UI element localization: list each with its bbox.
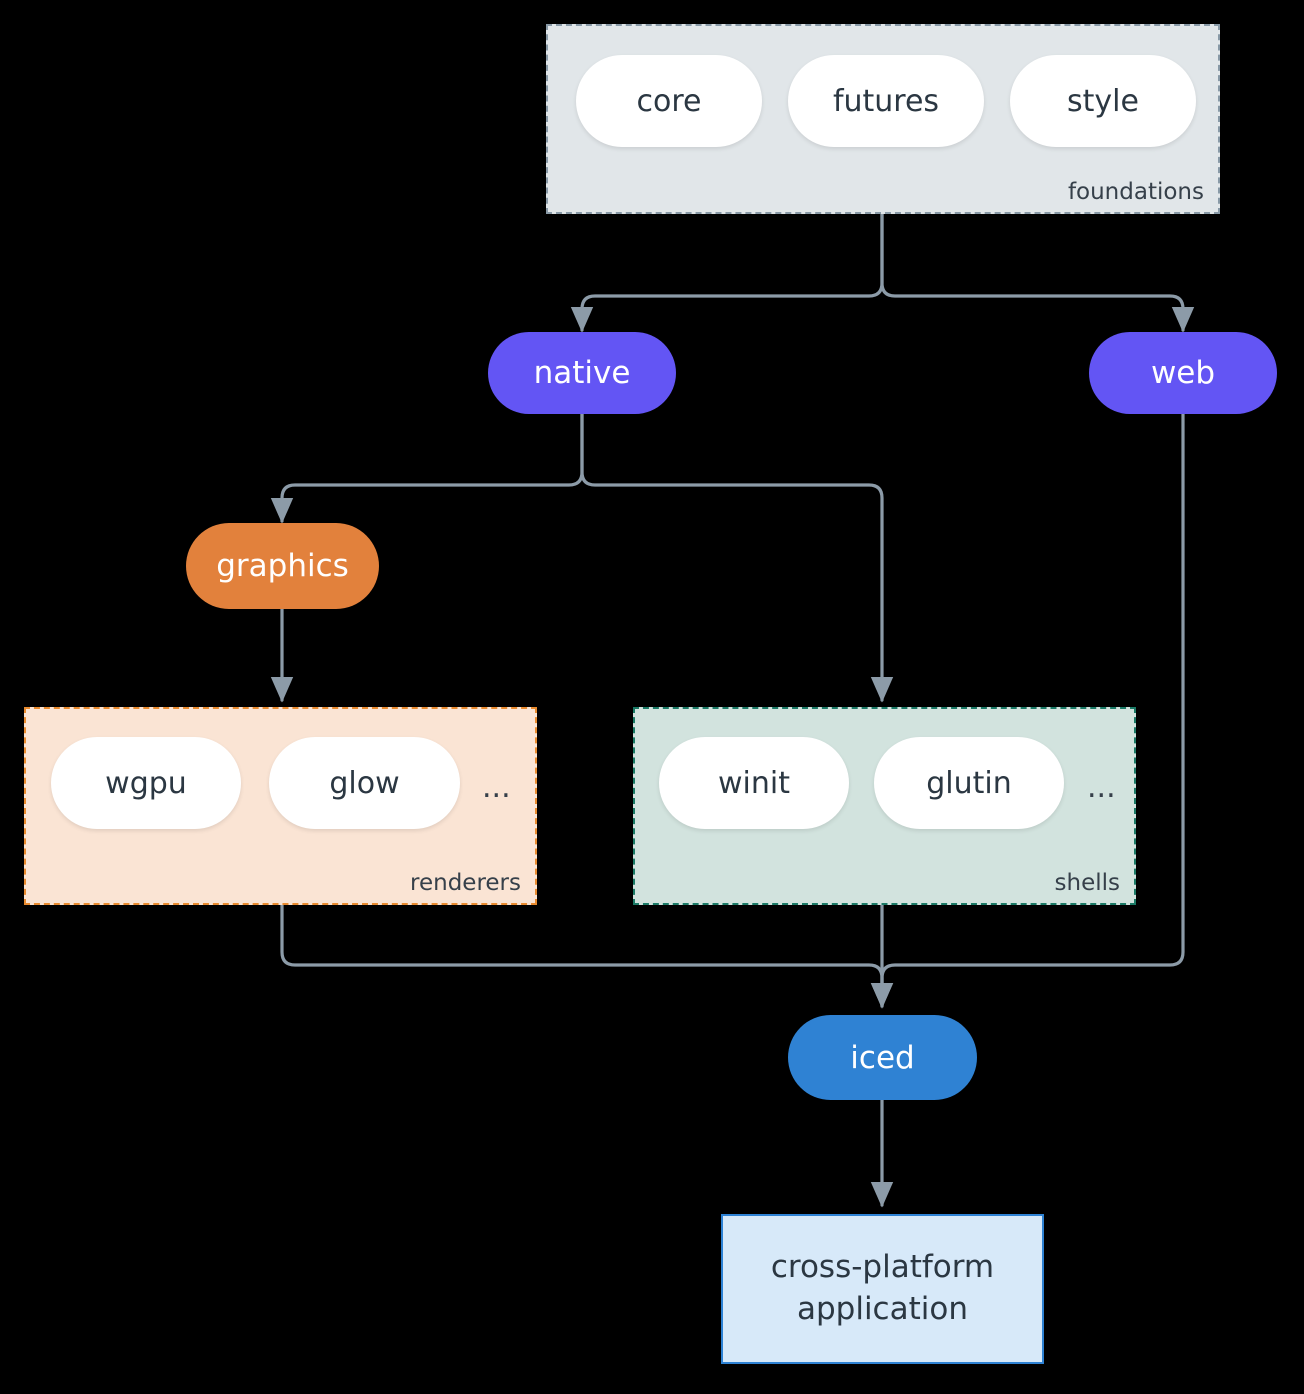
node-native-label: native [533, 355, 631, 391]
pill-glutin-label: glutin [926, 765, 1012, 801]
pill-glutin[interactable]: glutin [874, 737, 1064, 829]
cluster-renderers[interactable]: wgpu glow ... renderers [24, 707, 537, 905]
cluster-renderers-label: renderers [410, 870, 521, 896]
pill-core-label: core [636, 83, 702, 119]
edge-renderers-iced [280, 903, 894, 1009]
edge-foundations-web [880, 212, 1195, 333]
pill-glow[interactable]: glow [269, 737, 460, 829]
edge-native-shells [580, 412, 894, 703]
edge-foundations-native [570, 212, 884, 333]
pill-winit-label: winit [718, 765, 790, 801]
pill-wgpu[interactable]: wgpu [51, 737, 241, 829]
cluster-shells[interactable]: winit glutin ... shells [633, 707, 1136, 905]
node-iced[interactable]: iced [788, 1015, 977, 1100]
node-graphics[interactable]: graphics [186, 523, 379, 609]
pill-futures-label: futures [832, 83, 940, 119]
node-cross-platform-application[interactable]: cross-platform application [721, 1214, 1044, 1364]
app-label-line2: application [796, 1291, 968, 1327]
node-native[interactable]: native [488, 332, 676, 414]
node-iced-label: iced [850, 1039, 915, 1076]
pill-core[interactable]: core [576, 55, 762, 147]
renderers-overflow-ellipsis: ... [482, 770, 511, 805]
pill-glow-label: glow [329, 765, 400, 801]
cluster-shells-label: shells [1054, 870, 1120, 896]
app-label-line1: cross-platform [770, 1249, 995, 1286]
pill-style[interactable]: style [1010, 55, 1196, 147]
pill-wgpu-label: wgpu [105, 765, 187, 801]
node-web[interactable]: web [1089, 332, 1277, 414]
node-web-label: web [1150, 355, 1216, 391]
app-label-block: cross-platform application [771, 1247, 994, 1331]
pill-futures[interactable]: futures [788, 55, 984, 147]
shells-overflow-ellipsis: ... [1087, 770, 1116, 805]
cluster-foundations[interactable]: core futures style foundations [546, 24, 1220, 214]
node-graphics-label: graphics [216, 548, 349, 584]
pill-style-label: style [1067, 83, 1139, 119]
cluster-foundations-label: foundations [1067, 179, 1204, 205]
pill-winit[interactable]: winit [659, 737, 849, 829]
edge-native-graphics [270, 412, 584, 524]
